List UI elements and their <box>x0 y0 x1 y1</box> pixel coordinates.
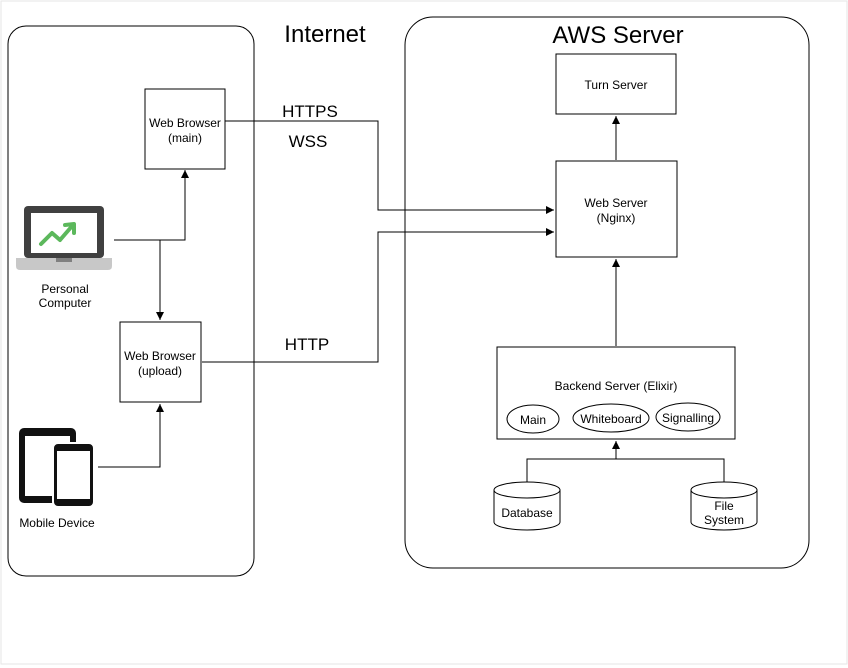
web-browser-upload-box <box>119 321 202 403</box>
wss-label: WSS <box>289 132 328 151</box>
module-whiteboard-oval <box>572 403 650 433</box>
laptop-icon <box>16 206 112 270</box>
database-cylinder <box>493 481 561 531</box>
file-system-cylinder <box>690 481 758 531</box>
aws-server-label: AWS Server <box>552 22 683 49</box>
database-label: Database <box>501 506 553 520</box>
internet-label: Internet <box>284 21 366 48</box>
turn-server-box <box>555 53 677 115</box>
web-browser-main-line1: Web Browser <box>149 116 221 130</box>
file-system-line1: File <box>714 499 734 513</box>
file-system-line2: System <box>704 513 744 527</box>
module-signalling-oval <box>655 402 721 432</box>
https-label: HTTPS <box>282 102 338 121</box>
web-server-line1: Web Server <box>584 196 647 210</box>
backend-server-label: Backend Server (Elixir) <box>555 379 678 393</box>
web-server-line2: (Nginx) <box>597 211 636 225</box>
module-main-oval <box>506 404 560 434</box>
personal-computer-line2: Computer <box>39 296 92 310</box>
web-browser-upload-line2: (upload) <box>138 364 182 378</box>
http-label: HTTP <box>285 335 329 354</box>
personal-computer-line1: Personal <box>41 282 88 296</box>
web-browser-upload-line1: Web Browser <box>124 349 196 363</box>
laptop-to-browser-main-arrow <box>160 170 189 241</box>
web-browser-main-box <box>144 88 226 170</box>
web-browser-main-line2: (main) <box>168 131 202 145</box>
mobile-devices-icon <box>19 428 95 508</box>
module-signalling-label: Signalling <box>662 411 714 425</box>
module-whiteboard-label: Whiteboard <box>580 412 641 426</box>
http-arrow <box>202 228 554 363</box>
web-server-box <box>555 160 678 258</box>
turn-server-label: Turn Server <box>585 78 648 92</box>
https-wss-arrow <box>225 120 554 214</box>
mobile-device-label: Mobile Device <box>19 516 95 530</box>
storage-bus <box>526 458 725 484</box>
module-main-label: Main <box>520 413 546 427</box>
mobile-to-browser-upload-arrow <box>98 404 164 468</box>
